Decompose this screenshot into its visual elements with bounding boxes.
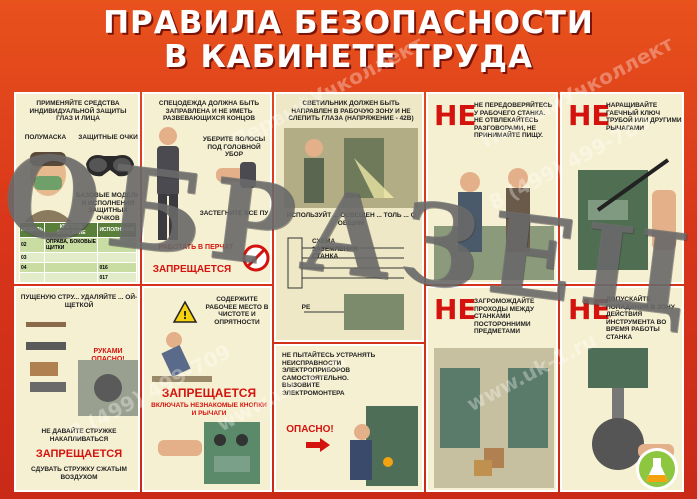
ne-label: НЕ — [568, 293, 611, 326]
table-cell: 03 — [19, 252, 45, 263]
table-row: 03 — [19, 252, 137, 263]
table-header: ИСПОЛНЕНИЕ — [97, 222, 137, 238]
poster-title: ПРАВИЛА БЕЗОПАСНОСТИ В КАБИНЕТЕ ТРУДА — [0, 6, 697, 74]
wrench-scene — [578, 158, 676, 270]
worker-figure — [157, 127, 179, 240]
workshop-aisles-scene — [434, 348, 554, 488]
drill-scene — [588, 348, 674, 470]
table-cell — [43, 272, 99, 282]
control-panel-figure — [158, 422, 260, 484]
table-row: 04 016 — [19, 262, 137, 273]
table-cell — [43, 252, 99, 263]
table-cell — [97, 237, 137, 253]
ne-label: НЕ — [434, 99, 477, 132]
pe-label: РЕ — [301, 304, 311, 311]
title-line-2: В КАБИНЕТЕ ТРУДА — [164, 39, 533, 75]
unknown-buttons-text: ВКЛЮЧАТЬ НЕЗНАКОМЫЕ КНОПКИ И РЫЧАГИ — [151, 402, 267, 417]
models-label: БАЗОВЫЕ МОДЕЛИ И ИСПОЛНЕНИЯ ЗАЩИТНЫХ ОЧК… — [76, 192, 140, 222]
danger-label: ОПАСНО! — [286, 424, 334, 435]
table-cell — [97, 252, 137, 263]
table-header: КРАТКОЕ ОПИСАНИЕ — [43, 222, 99, 238]
table-cell: ОПРАВА, БОКОВЫЕ ЩИТКИ — [43, 237, 99, 253]
ne-label: НЕ — [568, 99, 611, 132]
panel-distraction: НЕ НЕ ПЕРЕДОВЕРЯЙТЕСЬ У РАБОЧЕГО СТАНКА.… — [426, 92, 558, 284]
clothing-text: СПЕЦОДЕЖДА ДОЛЖНА БЫТЬ ЗАПРАВЛЕНА И НЕ И… — [158, 100, 260, 122]
table-cell: 017 — [97, 272, 137, 282]
chips-scene — [78, 360, 138, 416]
lamp-text: СВЕТИЛЬНИК ДОЛЖЕН БЫТЬ НАПРАВЛЕН В РАБОЧ… — [288, 100, 414, 122]
goggles-figure — [86, 155, 134, 177]
table-row: 017 — [19, 272, 137, 282]
panel-clean-workplace: ! СОДЕРЖИТЕ РАБОЧЕЕ МЕСТО В ЧИСТОТЕ И ОП… — [142, 286, 272, 492]
hands-danger-text: РУКАМИ ОПАСНО! — [91, 348, 125, 363]
table-cell: 02 — [19, 237, 45, 253]
distraction-text: НЕ ПЕРЕДОВЕРЯЙТЕСЬ У РАБОЧЕГО СТАНКА. НЕ… — [474, 102, 553, 139]
grounding-scheme-label: СХЕМА ЗАЗЕМЛЕНИЯ СТАНКА — [312, 238, 358, 260]
warning-sign: ! — [172, 300, 198, 323]
hand-figure — [216, 162, 256, 188]
hair-text: УБЕРИТЕ ВОЛОСЫ ПОД ГОЛОВНОЙ УБОР — [202, 136, 266, 158]
panel-clothing: СПЕЦОДЕЖДА ДОЛЖНА БЫТЬ ЗАПРАВЛЕНА И НЕ И… — [142, 92, 272, 284]
buttons-text: ЗАСТЕГНИТЕ ВСЕ ПУ — [199, 210, 269, 217]
goggles-label: ЗАЩИТНЫЕ ОЧКИ — [78, 134, 138, 141]
panel-eye-protection: ПРИМЕНЯЙТЕ СРЕДСТВА ИНДИВИДУАЛЬНОЙ ЗАЩИТ… — [14, 92, 140, 284]
table-cell: 04 — [19, 262, 45, 273]
local-lighting-text: ИСПОЛЬЗУЙТ ... ОСВЕЩЕН ... ТОЛЬ ... С ОБ… — [286, 212, 416, 227]
flask-icon — [646, 458, 668, 482]
electrical-text: НЕ ПЫТАЙТЕСЬ УСТРАНЯТЬ НЕИСПРАВНОСТИ ЭЛЕ… — [282, 352, 376, 397]
table-cell — [19, 272, 45, 282]
tools-figure — [26, 322, 66, 392]
aisles-text: ЗАГРОМОЖДАЙТЕ ПРОХОДЫ МЕЖДУ СТАНКАМИ ПОС… — [474, 298, 535, 335]
panel-electrical: НЕ ПЫТАЙТЕСЬ УСТРАНЯТЬ НЕИСПРАВНОСТИ ЭЛЕ… — [274, 344, 424, 492]
grounding-scheme — [287, 237, 404, 330]
half-mask-figure — [22, 152, 74, 224]
workers-talking-scene — [434, 168, 554, 280]
panel-chips: ПУЩЕНУЮ СТРУ... УДАЛЯЙТЕ ... ОЙ-ЩЕТКОЙ Р… — [14, 286, 140, 492]
prohibited-label: ЗАПРЕЩАЕТСЯ — [35, 448, 123, 460]
ne-label: НЕ — [434, 293, 477, 326]
panel-wrench: НЕ НАРАЩИВАЙТЕ ГАЕЧНЫЙ КЛЮЧ ТРУБОЙ ИЛИ Д… — [560, 92, 684, 284]
half-mask-label: ПОЛУМАСКА — [24, 134, 67, 141]
no-gloves-sign — [242, 244, 270, 272]
goggles-table: МОДЕЛЬ КРАТКОЕ ОПИСАНИЕ ИСПОЛНЕНИЕ 02 ОП… — [19, 222, 137, 282]
svg-text:!: ! — [182, 309, 187, 322]
blow-chips-text: СДУВАТЬ СТРУЖКУ СЖАТЫМ ВОЗДУХОМ — [31, 466, 127, 481]
table-cell: 016 — [97, 262, 137, 273]
prohibited-label: ЗАПРЕЩАЕТСЯ — [152, 264, 232, 275]
panel-aisles: НЕ ЗАГРОМОЖДАЙТЕ ПРОХОДЫ МЕЖДУ СТАНКАМИ … — [426, 286, 558, 492]
gloves-text: РАБОТАТЬ В ПЕРЧАТ — [158, 244, 234, 251]
table-row: 02 ОПРАВА, БОКОВЫЕ ЩИТКИ — [19, 237, 137, 253]
chips-brush-text: ПУЩЕНУЮ СТРУ... УДАЛЯЙТЕ ... ОЙ-ЩЕТКОЙ — [20, 294, 138, 309]
electrician-scene — [350, 406, 418, 486]
tool-zone-text: ДОПУСКАЙТЕ ПОПАДАНИЯ В ЗОНУ ДЕЙСТВИЯ ИНС… — [606, 296, 675, 341]
flask-logo-icon — [636, 448, 678, 490]
slipping-worker-figure — [152, 332, 212, 382]
chips-accumulate-text: НЕ ДАВАЙТЕ СТРУЖКЕ НАКАПЛИВАТЬСЯ — [41, 428, 117, 443]
title-line-1: ПРАВИЛА БЕЗОПАСНОСТИ — [103, 5, 594, 41]
wrench-text: НАРАЩИВАЙТЕ ГАЕЧНЫЙ КЛЮЧ ТРУБОЙ ИЛИ ДРУГ… — [606, 102, 682, 132]
eye-protection-text: ПРИМЕНЯЙТЕ СРЕДСТВА ИНДИВИДУАЛЬНОЙ ЗАЩИТ… — [29, 100, 127, 122]
clean-workplace-text: СОДЕРЖИТЕ РАБОЧЕЕ МЕСТО В ЧИСТОТЕ И ОПРЯ… — [205, 296, 269, 326]
lamp-machine-scene — [284, 128, 418, 208]
table-cell — [43, 262, 99, 273]
panel-lamp: СВЕТИЛЬНИК ДОЛЖЕН БЫТЬ НАПРАВЛЕН В РАБОЧ… — [274, 92, 424, 342]
arrow-icon — [306, 438, 330, 452]
prohibited-label: ЗАПРЕЩАЕТСЯ — [161, 386, 257, 400]
table-header: МОДЕЛЬ — [19, 222, 45, 238]
